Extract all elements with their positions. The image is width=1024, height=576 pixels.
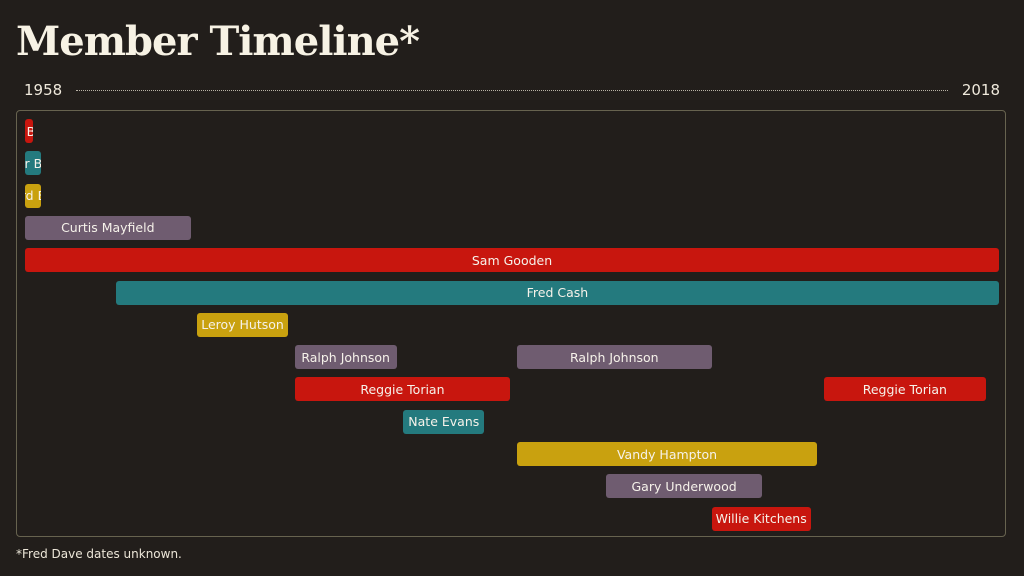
- timeline-bar-sam-gooden: Sam Gooden: [25, 248, 999, 273]
- timeline-bar-vandy-hampton: Vandy Hampton: [516, 442, 818, 466]
- axis-end-year: 2018: [961, 81, 1000, 99]
- timeline-bar-richard-brooks: Richard Brooks: [25, 183, 42, 208]
- page-title: Member Timeline*: [16, 14, 420, 70]
- timeline-bar-leroy-hutson: Leroy Hutson: [197, 312, 288, 337]
- timeline-bar-arthur-brooks: Arthur Brooks: [25, 151, 42, 176]
- title-text: Member Timeline: [16, 18, 400, 65]
- timeline-bar-reggie-torian: Reggie Torian: [823, 377, 986, 402]
- timeline-bar-willie-kitchens: Willie Kitchens: [711, 506, 811, 531]
- timeline-frame: [16, 110, 1006, 537]
- timeline-bar-fred-cash: Fred Cash: [115, 280, 999, 305]
- timeline-bar-ralph-johnson: Ralph Johnson: [516, 345, 712, 370]
- timeline-bar-ralph-johnson: Ralph Johnson: [294, 345, 397, 370]
- timeline-axis: 1958 2018: [24, 79, 1000, 101]
- axis-start-year: 1958: [24, 81, 63, 99]
- timeline-bar-curtis-mayfield: Curtis Mayfield: [25, 215, 191, 240]
- timeline-bar-nate-evans: Nate Evans: [403, 409, 485, 434]
- timeline-bar-reggie-torian: Reggie Torian: [294, 377, 511, 402]
- title-footnote-marker: *: [399, 18, 420, 65]
- timeline-bar-gary-underwood: Gary Underwood: [606, 474, 762, 499]
- timeline-bar-jerry-butler: Jerry Butler: [25, 119, 34, 143]
- axis-dotted-line: [76, 90, 948, 91]
- footnote: *Fred Dave dates unknown.: [16, 547, 182, 561]
